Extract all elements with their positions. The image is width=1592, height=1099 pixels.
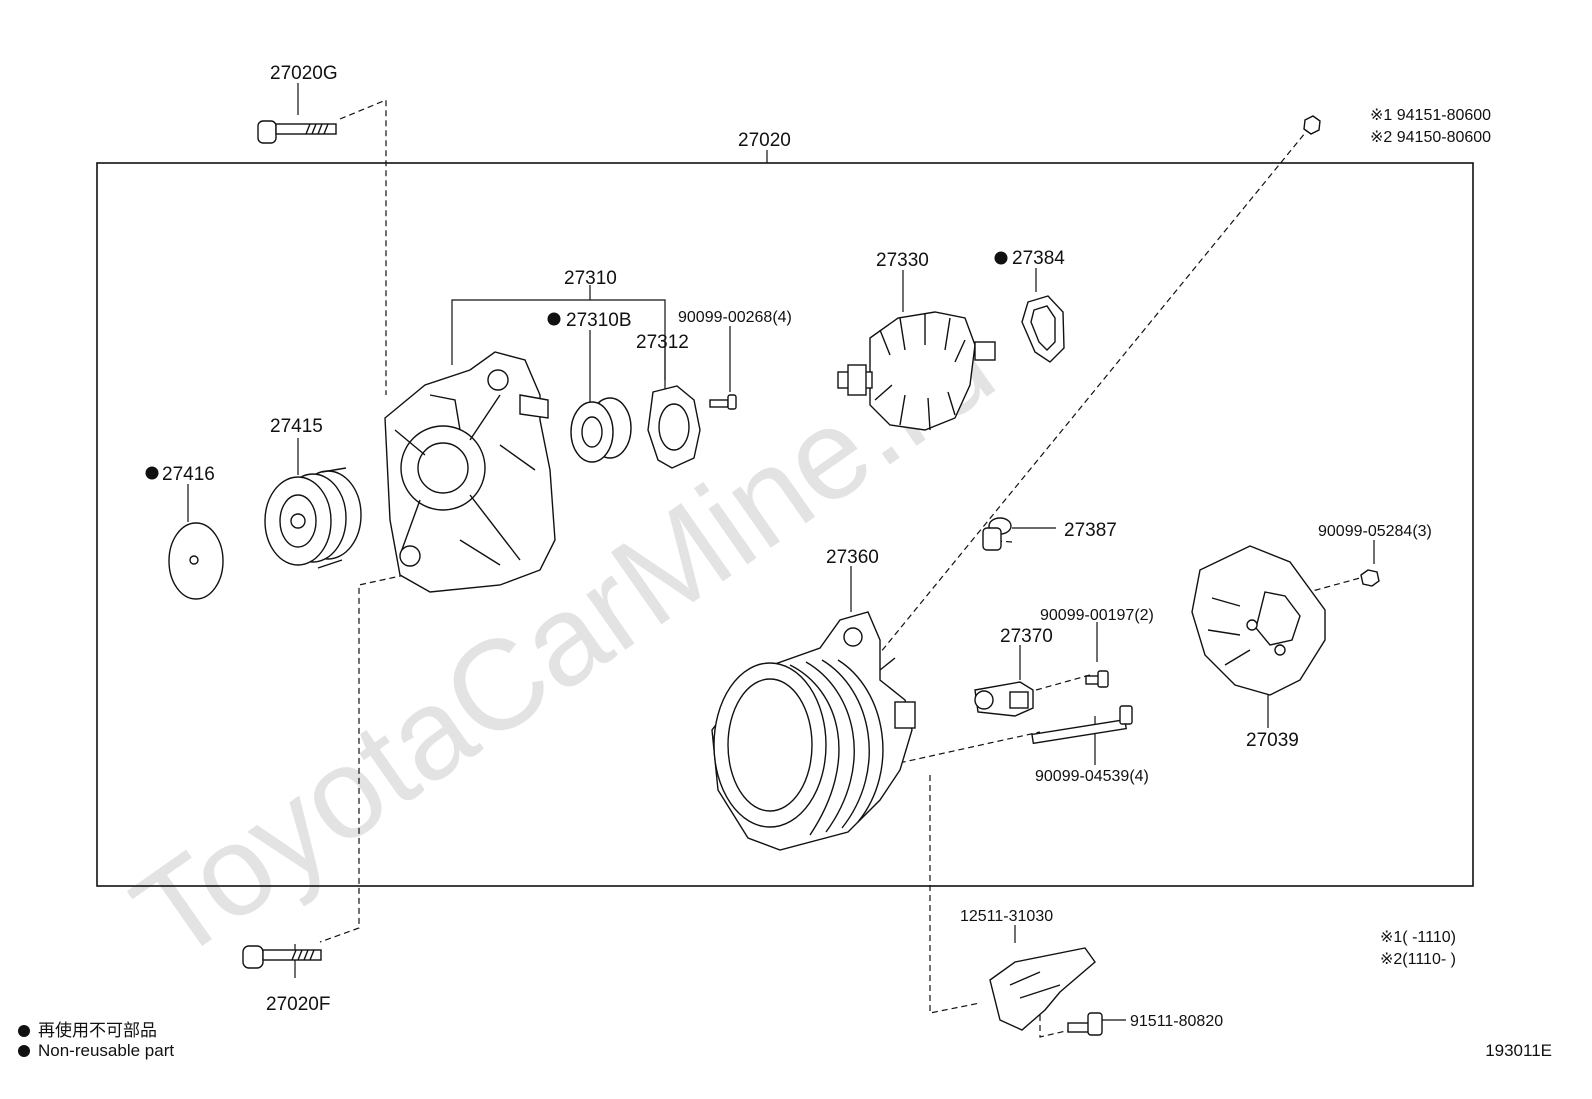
legend-japanese-text: 再使用不可部品 [38, 1021, 157, 1040]
label-27415: 27415 [270, 416, 323, 437]
diagram-code: 193011E [1485, 1041, 1552, 1060]
bolt-27020F [242, 945, 322, 969]
label-27330: 27330 [876, 250, 929, 271]
retainer-plate-27312 [647, 385, 701, 469]
legend-japanese: 再使用不可部品 [18, 1016, 157, 1041]
pulley-27415 [264, 467, 362, 569]
footnote-2: ※2(1110- ) [1380, 951, 1456, 968]
through-bolt-90099-04539 [1031, 705, 1133, 745]
rotor-27330 [837, 311, 996, 431]
label-27020F: 27020F [266, 994, 330, 1015]
legend-english: Non-reusable part [18, 1041, 174, 1061]
label-27020G: 27020G [270, 63, 338, 84]
label-27360: 27360 [826, 547, 879, 568]
legend-dot [18, 1025, 30, 1037]
screw-90099-00197 [1085, 670, 1109, 688]
assembly-frame [96, 162, 1474, 887]
pulley-cap-27416 [168, 522, 224, 600]
bracket-12511-31030 [989, 947, 1096, 1031]
rectifier-end-frame-27360 [711, 611, 916, 851]
drive-end-frame-27310 [384, 351, 556, 593]
bolt-91511-80820 [1067, 1012, 1103, 1036]
label-12511-31030: 12511-31030 [960, 908, 1053, 925]
label-27387: 27387 [1064, 520, 1117, 541]
legend-dot [18, 1045, 30, 1057]
screw-90099-00268 [709, 394, 737, 410]
dashed-guides [319, 99, 1361, 1038]
label-90099-04539: 90099-04539(4) [1035, 768, 1149, 785]
label-27416: 27416 [162, 464, 215, 485]
legend-english-text: Non-reusable part [38, 1041, 175, 1060]
terminal-cap-27387 [982, 517, 1012, 551]
seal-27384 [1021, 295, 1065, 363]
label-27312: 27312 [636, 332, 689, 353]
bearing-27310B [570, 397, 632, 463]
non-reusable-markers [145, 251, 1008, 480]
nut-callout-1: ※1 94151-80600 [1370, 107, 1491, 124]
nut-90099-05284 [1360, 569, 1380, 587]
label-27370: 27370 [1000, 626, 1053, 647]
label-90099-00197: 90099-00197(2) [1040, 607, 1154, 624]
bolt-27020G [257, 120, 337, 144]
label-27384: 27384 [1012, 248, 1065, 269]
rear-cover-27039 [1191, 545, 1326, 696]
nut-94151-80600 [1303, 115, 1321, 135]
assembly-label: 27020 [738, 130, 791, 151]
label-27039: 27039 [1246, 730, 1299, 751]
brush-holder-27370 [974, 681, 1034, 717]
label-91511-80820: 91511-80820 [1130, 1013, 1223, 1030]
label-90099-00268: 90099-00268(4) [678, 309, 792, 326]
label-27310B: 27310B [566, 310, 632, 331]
footnote-1: ※1( -1110) [1380, 929, 1456, 946]
leader-lines [187, 83, 1375, 1021]
nut-callout-2: ※2 94150-80600 [1370, 129, 1491, 146]
label-90099-05284: 90099-05284(3) [1318, 523, 1432, 540]
label-27310: 27310 [564, 268, 617, 289]
